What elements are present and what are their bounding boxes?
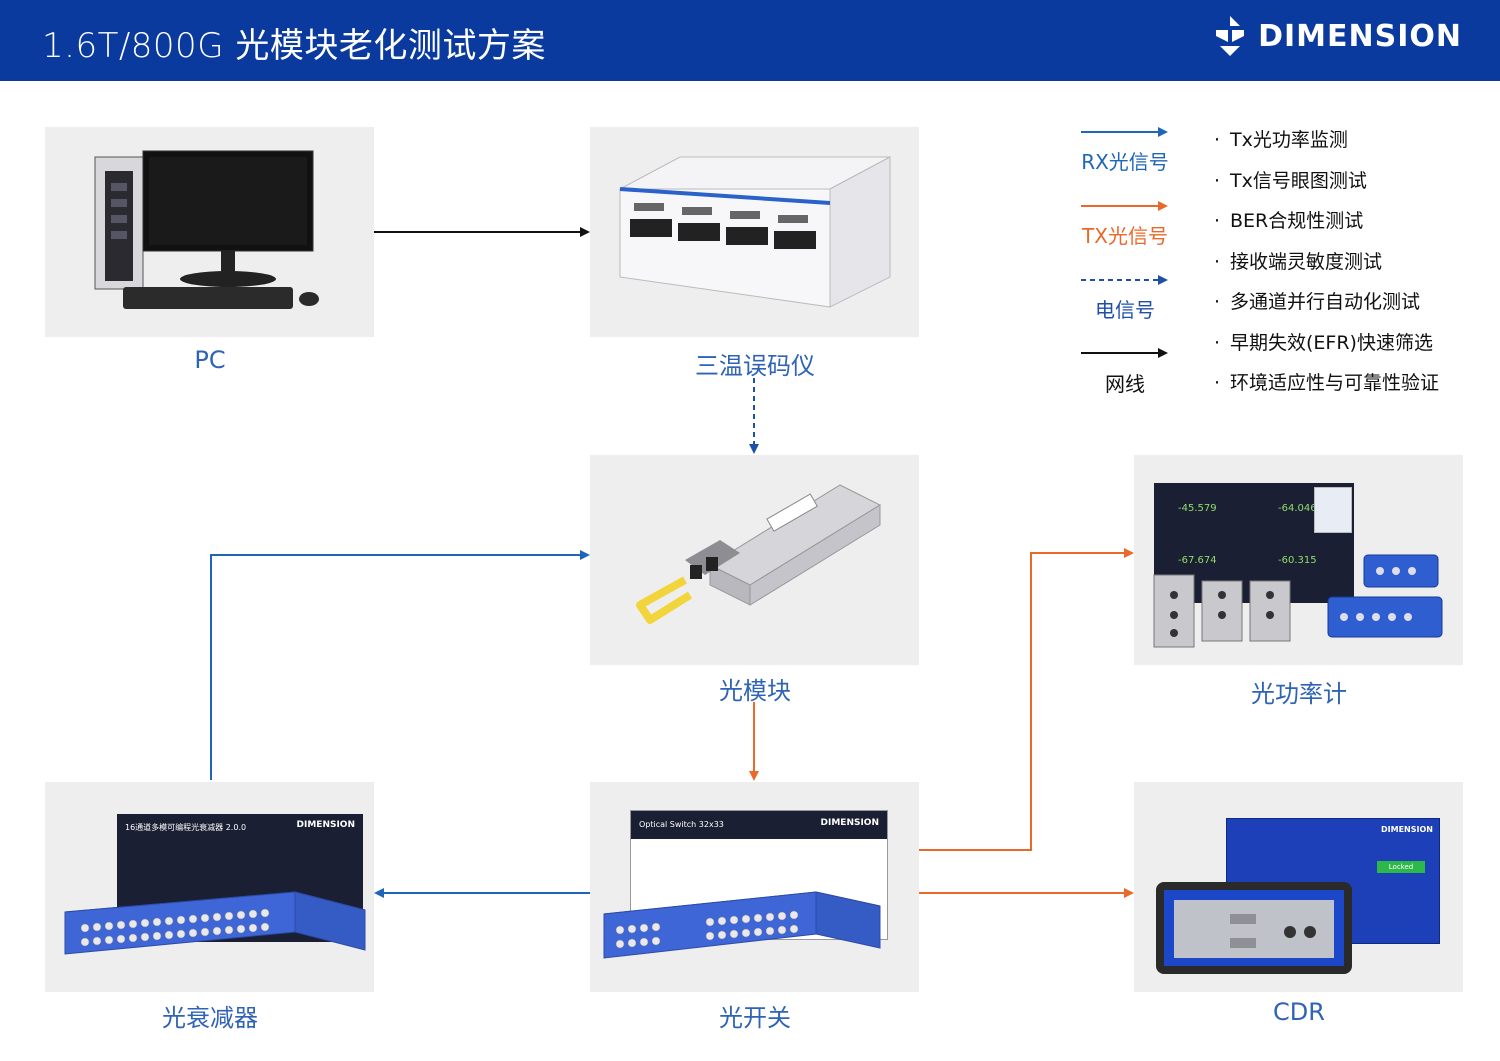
header-bar: 1.6T/800G 光模块老化测试方案 DIMENSION xyxy=(0,0,1500,81)
feature-item: · BER合规性测试 xyxy=(1214,206,1363,233)
bert-illustration xyxy=(619,156,891,308)
feature-item: · Tx光功率监测 xyxy=(1214,125,1348,152)
page-title: 1.6T/800G 光模块老化测试方案 xyxy=(42,26,546,66)
power-meter-label: 光功率计 xyxy=(1251,680,1347,708)
feature-text: Tx光功率监测 xyxy=(1230,129,1348,151)
legend-ethernet-label: 网线 xyxy=(1105,372,1145,396)
bullet-icon: · xyxy=(1214,251,1221,273)
legend-rx-label: RX光信号 xyxy=(1081,150,1169,174)
power-meter-side-panel xyxy=(1314,487,1352,533)
cdr-chassis xyxy=(1156,882,1352,974)
bullet-icon: · xyxy=(1214,210,1221,232)
feature-item: · 早期失效(EFR)快速筛选 xyxy=(1214,328,1433,355)
switch-node: Optical Switch 32x33 DIMENSION xyxy=(590,782,919,992)
pc-node xyxy=(45,127,374,337)
legend-tx-label: TX光信号 xyxy=(1082,224,1168,248)
cdr-screen-brand: DIMENSION xyxy=(1381,825,1433,834)
attenuator-chassis xyxy=(64,891,366,955)
switch-label: 光开关 xyxy=(719,1004,791,1032)
power-reading-4: -60.315 xyxy=(1278,555,1317,566)
switch-chassis xyxy=(603,891,881,959)
bullet-icon: · xyxy=(1214,291,1221,313)
bullet-icon: · xyxy=(1214,372,1221,394)
brand-name: DIMENSION xyxy=(1258,18,1462,54)
feature-item: · 环境适应性与可靠性验证 xyxy=(1214,368,1439,395)
module-label: 光模块 xyxy=(719,677,791,705)
attenuator-label: 光衰减器 xyxy=(162,1004,258,1032)
switch-screen-header: Optical Switch 32x33 DIMENSION xyxy=(631,811,887,839)
power-reading-1: -45.579 xyxy=(1178,503,1217,514)
feature-item: · Tx信号眼图测试 xyxy=(1214,166,1367,193)
rx-attenuator-to-module xyxy=(210,550,590,780)
module-node xyxy=(590,455,919,665)
bullet-icon: · xyxy=(1214,170,1221,192)
optical-module-illustration xyxy=(636,484,882,624)
switch-screen-brand: DIMENSION xyxy=(820,818,879,828)
pc-illustration xyxy=(94,150,319,309)
feature-text: 多通道并行自动化测试 xyxy=(1230,291,1421,313)
cdr-node: DIMENSION Locked xyxy=(1134,782,1463,992)
feature-text: 早期失效(EFR)快速筛选 xyxy=(1230,332,1433,354)
cdr-status-badge: Locked xyxy=(1377,861,1425,873)
dimension-logo-icon xyxy=(1216,16,1245,56)
bert-node xyxy=(590,127,919,337)
legend-electrical-label: 电信号 xyxy=(1095,298,1155,322)
attenuator-screen-brand: DIMENSION xyxy=(296,820,355,830)
power-meter-node: -45.579 -64.046 -67.674 -60.315 xyxy=(1134,455,1463,665)
brand-logo: DIMENSION xyxy=(1210,14,1462,58)
feature-item: · 多通道并行自动化测试 xyxy=(1214,287,1420,314)
feature-item: · 接收端灵敏度测试 xyxy=(1214,247,1382,274)
feature-text: BER合规性测试 xyxy=(1230,210,1364,232)
bullet-icon: · xyxy=(1214,129,1221,151)
bullet-icon: · xyxy=(1214,332,1221,354)
pc-label: PC xyxy=(194,346,226,374)
tx-switch-to-power-meter xyxy=(919,548,1134,851)
power-meter-devices xyxy=(1153,554,1443,648)
cdr-label: CDR xyxy=(1273,998,1325,1026)
power-reading-2: -64.046 xyxy=(1278,503,1317,514)
feature-text: 接收端灵敏度测试 xyxy=(1230,251,1383,273)
feature-text: 环境适应性与可靠性验证 xyxy=(1230,372,1440,394)
switch-screen-title: Optical Switch 32x33 xyxy=(639,820,724,829)
feature-text: Tx信号眼图测试 xyxy=(1230,170,1367,192)
attenuator-screen-title: 16通道多模可编程光衰减器 2.0.0 xyxy=(125,823,247,832)
power-reading-3: -67.674 xyxy=(1178,555,1217,566)
bert-label: 三温误码仪 xyxy=(695,352,815,380)
attenuator-node: 16通道多模可编程光衰减器 2.0.0 DIMENSION xyxy=(45,782,374,992)
